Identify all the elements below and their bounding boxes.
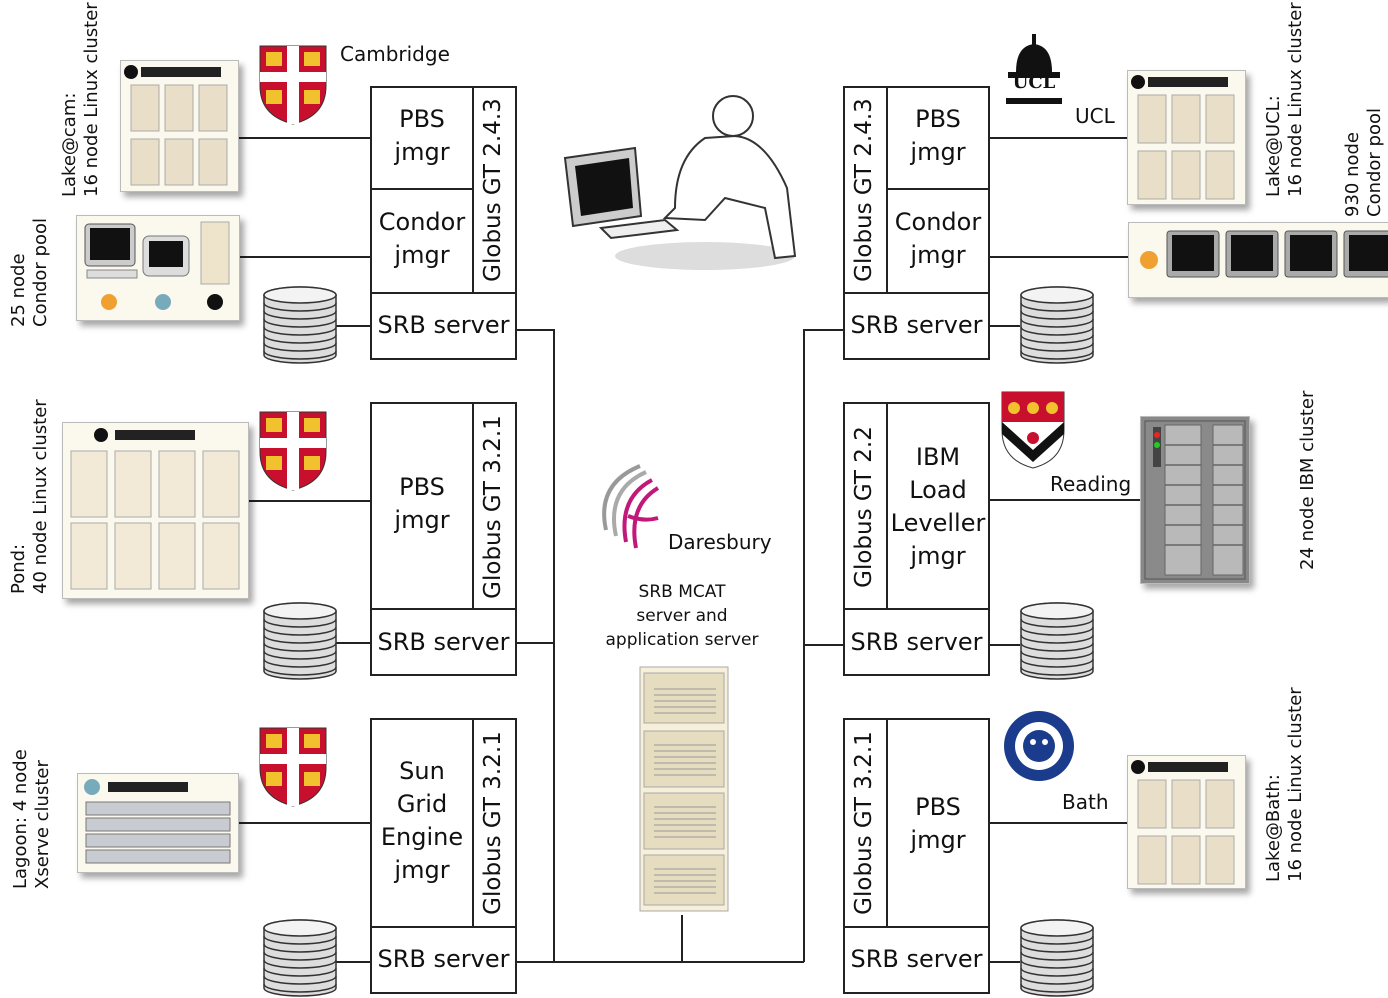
site-cambridge-label: Cambridge <box>340 42 450 66</box>
daresbury-logo-icon <box>602 464 660 549</box>
srb-server-label: SRB server <box>850 945 983 973</box>
disk-stack-icon <box>1020 602 1094 680</box>
srb-server-label: SRB server <box>377 311 510 339</box>
srb-box <box>843 608 990 676</box>
lake-cam-label: Lake@cam:16 node Linux cluster <box>59 2 102 197</box>
srb-box <box>370 292 517 360</box>
macos-x-icon <box>155 294 171 310</box>
reading-crest-icon <box>1001 391 1065 469</box>
lake-bath-label: Lake@Bath:16 node Linux cluster <box>1263 687 1306 882</box>
srb-server-label: SRB server <box>850 628 983 656</box>
disk-stack-icon <box>263 286 337 364</box>
globus-box <box>472 86 517 294</box>
srb-box <box>370 926 517 994</box>
srb-server-label: SRB server <box>377 628 510 656</box>
pond-cluster-card <box>62 422 249 599</box>
srb-box <box>843 926 990 994</box>
jobmanager-box <box>370 86 474 190</box>
site-daresbury-label: Daresbury <box>668 530 772 554</box>
windows-logo-icon <box>101 294 117 310</box>
srb-server-label: SRB server <box>377 945 510 973</box>
site-bath-label: Bath <box>1062 790 1109 814</box>
globus-box <box>472 718 517 928</box>
server-rack-icon <box>639 666 729 912</box>
cluster-nodes-icon <box>124 65 228 186</box>
linux-penguin-icon <box>124 65 138 79</box>
disk-stack-icon <box>263 602 337 680</box>
xserve-cluster-card <box>77 773 239 873</box>
disk-stack-icon <box>263 919 337 997</box>
cambridge-crest-icon <box>259 411 327 491</box>
ucl-logo-icon <box>1006 34 1062 104</box>
mcat-server-label: SRB MCAT server and application server <box>605 582 759 650</box>
condor-pool-card <box>76 215 240 321</box>
site-reading-label: Reading <box>1050 472 1132 496</box>
lake-ucl-label: Lake@UCL:16 node Linux cluster <box>1263 2 1306 197</box>
linux-cluster-card <box>1127 70 1246 205</box>
disk-stack-icon <box>1020 286 1094 364</box>
windows-logo-icon <box>1140 251 1158 269</box>
cambridge-crest-icon <box>259 45 327 125</box>
linux-penguin-icon <box>207 294 223 310</box>
pond-label: Pond:40 node Linux cluster <box>8 399 51 594</box>
linux-penguin-icon <box>94 428 108 442</box>
srb-box <box>843 292 990 360</box>
site-ucl-label: UCL <box>1075 104 1115 128</box>
linux-penguin-icon <box>1131 760 1145 774</box>
disk-stack-icon <box>1020 919 1094 997</box>
globus-box <box>843 402 888 610</box>
linux-penguin-icon <box>1131 75 1145 89</box>
globus-box <box>843 86 888 294</box>
ibm24-label: 24 node IBM cluster <box>1297 390 1318 570</box>
macos-x-icon <box>84 779 100 795</box>
jobmanager-box <box>370 188 474 294</box>
srb-server-label: SRB server <box>850 311 983 339</box>
ibm-cluster-card <box>1140 416 1250 584</box>
linux-cluster-card <box>1127 755 1246 889</box>
workstation-user-icon <box>563 95 797 270</box>
globus-box <box>843 718 888 928</box>
cambridge-crest-icon <box>259 727 327 807</box>
bath-logo-icon <box>1004 711 1074 781</box>
condor-pool-card <box>1128 222 1388 298</box>
ucl-logo-text: UCL <box>1012 72 1056 93</box>
linux-cluster-card <box>120 60 239 192</box>
srb-box <box>370 608 517 676</box>
